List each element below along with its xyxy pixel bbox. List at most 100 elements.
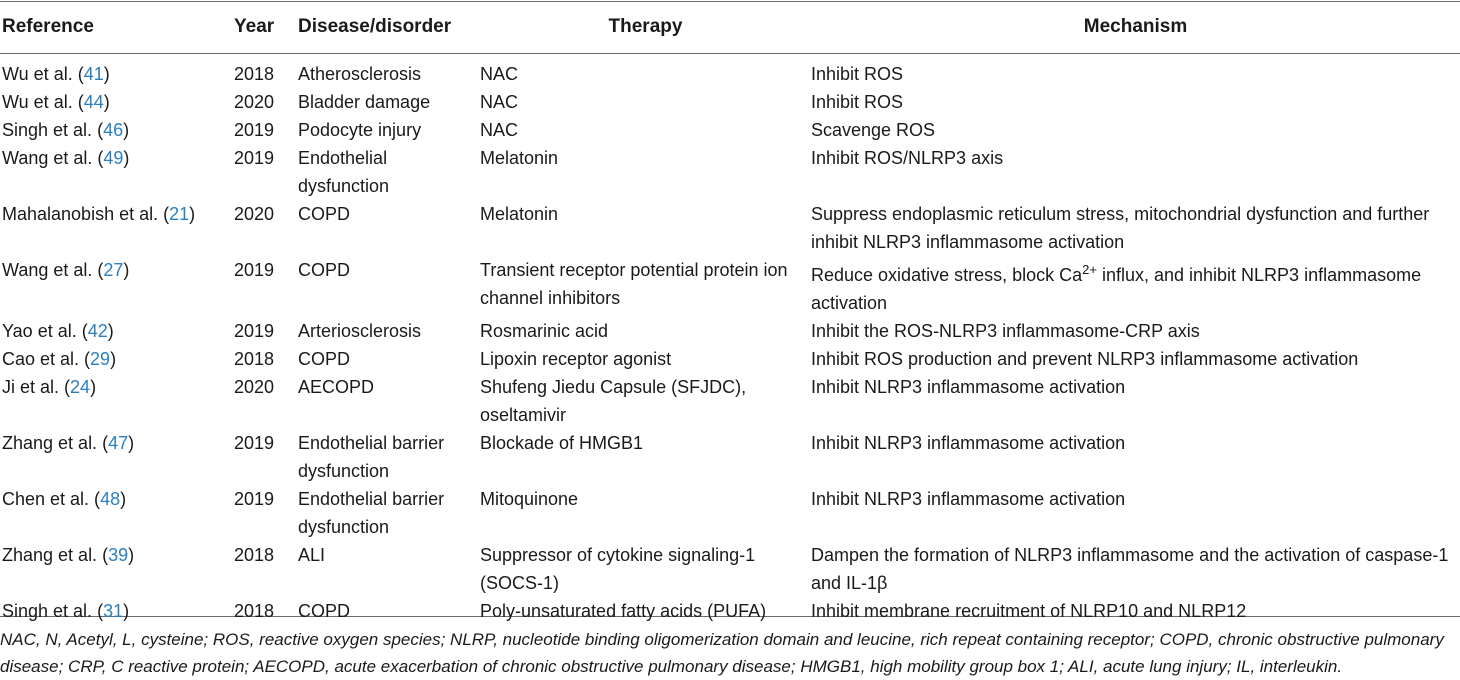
reference-cell: Chen et al. (48): [0, 485, 234, 541]
therapy-cell: NAC: [480, 92, 519, 112]
top-rule: [0, 1, 1460, 2]
header-mechanism: Mechanism: [1083, 15, 1188, 37]
disease-cell: Podocyte injury: [298, 120, 422, 140]
therapy-cell: Rosmarinic acid: [480, 321, 609, 341]
year-cell: 2018: [234, 349, 275, 369]
mechanism-text: Inhibit ROS: [811, 92, 904, 112]
therapy-cell: Shufeng Jiedu Capsule (SFJDC), oseltamiv…: [480, 377, 747, 425]
disease-cell: AECOPD: [298, 377, 375, 397]
disease-cell: COPD: [298, 601, 351, 621]
disease-cell: Atherosclerosis: [298, 64, 422, 84]
year-cell: 2019: [234, 489, 275, 509]
reference-author: Cao et al. (: [2, 349, 91, 369]
mechanism-cell: Suppress endoplasmic reticulum stress, m…: [811, 200, 1460, 256]
mechanism-text: Inhibit NLRP3 inflammasome activation: [811, 489, 1126, 509]
therapy-cell: Mitoquinone: [480, 489, 579, 509]
disease-cell: Endothelial dysfunction: [298, 148, 390, 196]
mechanism-text: Inhibit ROS: [811, 64, 904, 84]
year-cell: 2018: [234, 545, 275, 565]
mechanism-text: Inhibit ROS production and prevent NLRP3…: [811, 349, 1359, 369]
mechanism-text: Reduce oxidative stress, block Ca: [811, 265, 1083, 285]
reference-author: Wang et al. (: [2, 260, 104, 280]
mechanism-cell: Inhibit ROS: [811, 88, 1460, 116]
reference-cell: Wang et al. (49): [0, 144, 234, 200]
citation-link[interactable]: 42: [87, 321, 108, 341]
reference-close-paren: ): [103, 92, 110, 112]
disease-cell: Endothelial barrier dysfunction: [298, 433, 445, 481]
reference-close-paren: ): [123, 260, 130, 280]
reference-cell: Wu et al. (41): [0, 53, 234, 88]
mechanism-cell: Inhibit NLRP3 inflammasome activation: [811, 485, 1460, 541]
header-therapy: Therapy: [608, 15, 683, 37]
header-reference: Reference: [2, 15, 94, 37]
therapy-cell: Suppressor of cytokine signaling-1 (SOCS…: [480, 545, 756, 593]
citation-link[interactable]: 44: [83, 92, 104, 112]
citation-link[interactable]: 49: [103, 148, 124, 168]
citation-link[interactable]: 47: [108, 433, 129, 453]
citation-link[interactable]: 39: [108, 545, 129, 565]
bottom-rule: [0, 616, 1460, 617]
therapy-cell: Poly-unsaturated fatty acids (PUFA): [480, 601, 767, 621]
reference-close-paren: ): [128, 545, 135, 565]
citation-link[interactable]: 31: [103, 601, 124, 621]
mechanism-cell: Dampen the formation of NLRP3 inflammaso…: [811, 541, 1460, 597]
reference-cell: Wu et al. (44): [0, 88, 234, 116]
reference-author: Wu et al. (: [2, 92, 84, 112]
mechanism-text: Scavenge ROS: [811, 120, 936, 140]
year-cell: 2020: [234, 92, 275, 112]
header-disease: Disease/disorder: [298, 15, 452, 37]
reference-close-paren: ): [90, 377, 97, 397]
citation-link[interactable]: 27: [103, 260, 124, 280]
reference-close-paren: ): [120, 489, 127, 509]
reference-cell: Ji et al. (24): [0, 373, 234, 429]
reference-cell: Cao et al. (29): [0, 345, 234, 373]
citation-link[interactable]: 48: [100, 489, 121, 509]
mechanism-cell: Inhibit ROS: [811, 53, 1460, 88]
table-footnote: NAC, N, Acetyl, L, cysteine; ROS, reacti…: [0, 630, 1444, 676]
mechanism-superscript: 2+: [1082, 262, 1097, 277]
reference-author: Singh et al. (: [2, 120, 104, 140]
therapy-cell: Transient receptor potential protein ion…: [480, 260, 788, 308]
citation-link[interactable]: 46: [103, 120, 124, 140]
reference-close-paren: ): [103, 64, 110, 84]
reference-cell: Singh et al. (31): [0, 597, 234, 625]
disease-cell: COPD: [298, 204, 351, 224]
disease-cell: COPD: [298, 349, 351, 369]
mechanism-cell: Inhibit ROS/NLRP3 axis: [811, 144, 1460, 200]
reference-author: Chen et al. (: [2, 489, 101, 509]
reference-cell: Singh et al. (46): [0, 116, 234, 144]
therapy-cell: Melatonin: [480, 204, 559, 224]
header-year: Year: [234, 15, 275, 37]
therapy-cell: Melatonin: [480, 148, 559, 168]
mechanism-cell: Inhibit NLRP3 inflammasome activation: [811, 373, 1460, 429]
reference-close-paren: ): [123, 601, 130, 621]
citation-link[interactable]: 29: [90, 349, 111, 369]
therapy-cell: Lipoxin receptor agonist: [480, 349, 672, 369]
disease-cell: COPD: [298, 260, 351, 280]
table-row: Cao et al. (29)2018 COPD Lipoxin receptor …: [0, 345, 1460, 373]
year-cell: 2019: [234, 148, 275, 168]
reference-author: Wang et al. (: [2, 148, 104, 168]
citation-link[interactable]: 21: [169, 204, 190, 224]
mechanism-text-continued: influx, and inhibit NLRP3 inflammasome a…: [811, 265, 1422, 313]
reference-close-paren: ): [123, 148, 130, 168]
disease-cell: ALI: [298, 545, 326, 565]
citation-link[interactable]: 24: [70, 377, 91, 397]
citation-link[interactable]: 41: [83, 64, 104, 84]
therapy-cell: NAC: [480, 64, 519, 84]
therapy-cell: Blockade of HMGB1: [480, 433, 644, 453]
disease-cell: Bladder damage: [298, 92, 431, 112]
mechanism-cell: Inhibit membrane recruitment of NLRP10 a…: [811, 597, 1460, 625]
reference-author: Zhang et al. (: [2, 433, 109, 453]
year-cell: 2019: [234, 120, 275, 140]
year-cell: 2020: [234, 204, 275, 224]
